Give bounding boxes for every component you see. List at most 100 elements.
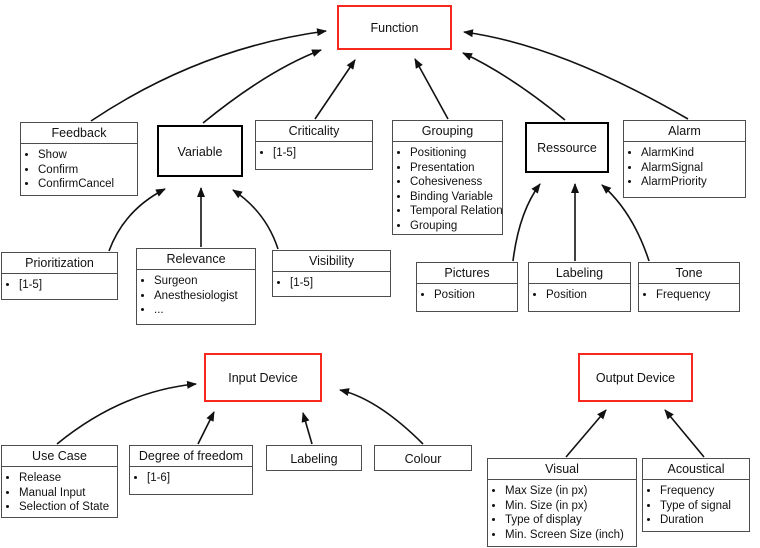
node-attributes-degree-of-freedom: [1-6] <box>130 467 252 488</box>
edge-visual-to-output-device <box>565 409 607 458</box>
node-attribute: ConfirmCancel <box>38 177 135 192</box>
node-degree-of-freedom: Degree of freedom [1-6] <box>129 445 253 495</box>
node-attribute: Position <box>434 288 515 303</box>
node-visibility: Visibility [1-5] <box>272 250 391 297</box>
edge-degree-of-freedom-to-input-device <box>197 411 215 445</box>
node-attribute: AlarmSignal <box>641 161 743 176</box>
node-attribute: AlarmKind <box>641 146 743 161</box>
node-colour: Colour <box>374 445 472 471</box>
node-tone: ToneFrequency <box>638 262 740 312</box>
node-title-ressource: Ressource <box>537 141 597 155</box>
edge-visibility-to-variable <box>232 189 279 250</box>
node-title-criticality: Criticality <box>256 121 372 142</box>
node-attribute: Type of signal <box>660 499 747 514</box>
node-criticality: Criticality [1-5] <box>255 120 373 170</box>
node-title-labeling-function: Labeling <box>529 263 630 284</box>
node-attributes-relevance: SurgeonAnesthesiologist... <box>137 270 255 320</box>
edge-feedback-to-function <box>90 28 327 122</box>
edge-ressource-to-function <box>462 52 566 121</box>
node-attribute: Selection of State <box>19 500 115 515</box>
node-attributes-prioritization: [1-5] <box>2 274 117 295</box>
node-attribute: [1-5] <box>273 146 370 161</box>
node-variable: Variable <box>157 125 243 177</box>
edge-alarm-to-function <box>463 29 689 120</box>
node-title-input-device: Input Device <box>228 371 298 385</box>
node-title-grouping: Grouping <box>393 121 502 142</box>
node-title-prioritization: Prioritization <box>2 253 117 274</box>
node-attributes-use-case: ReleaseManual InputSelection of State <box>2 467 117 517</box>
node-title-labeling-input: Labeling <box>290 451 338 466</box>
node-title-visual: Visual <box>488 459 636 480</box>
node-grouping: GroupingPositioningPresentationCohesiven… <box>392 120 503 235</box>
edge-colour-to-input-device <box>339 388 424 445</box>
node-attribute: ... <box>154 303 253 318</box>
node-title-visibility: Visibility <box>273 251 390 272</box>
node-title-use-case: Use Case <box>2 446 117 467</box>
node-attributes-criticality: [1-5] <box>256 142 372 163</box>
node-attribute: Anesthesiologist <box>154 289 253 304</box>
node-title-pictures: Pictures <box>417 263 517 284</box>
node-alarm: AlarmAlarmKindAlarmSignalAlarmPriority <box>623 120 746 198</box>
node-visual: VisualMax Size (in px)Min. Size (in px)T… <box>487 458 637 547</box>
node-function: Function <box>337 5 452 50</box>
node-title-relevance: Relevance <box>137 249 255 270</box>
node-title-acoustical: Acoustical <box>643 459 749 480</box>
node-attribute: Release <box>19 471 115 486</box>
node-attribute: [1-5] <box>290 276 388 291</box>
node-attribute: Type of display <box>505 513 634 528</box>
node-acoustical: AcousticalFrequencyType of signalDuratio… <box>642 458 750 532</box>
node-attributes-alarm: AlarmKindAlarmSignalAlarmPriority <box>624 142 745 192</box>
node-attribute: Surgeon <box>154 274 253 289</box>
node-attribute: Duration <box>660 513 747 528</box>
node-use-case: Use CaseReleaseManual InputSelection of … <box>1 445 118 518</box>
node-attribute: Frequency <box>660 484 747 499</box>
edge-variable-to-function <box>202 49 322 124</box>
edge-criticality-to-function <box>314 59 356 120</box>
node-title-output-device: Output Device <box>595 371 676 385</box>
node-attribute: Binding Variable <box>410 190 500 205</box>
node-attributes-pictures: Position <box>417 284 517 305</box>
node-labeling-function: LabelingPosition <box>528 262 631 312</box>
node-attributes-feedback: ShowConfirmConfirmCancel <box>21 144 137 194</box>
node-feedback: FeedbackShowConfirmConfirmCancel <box>20 122 138 196</box>
node-ressource: Ressource <box>525 122 609 173</box>
node-prioritization: Prioritization [1-5] <box>1 252 118 300</box>
node-relevance: RelevanceSurgeonAnesthesiologist... <box>136 248 256 325</box>
node-attributes-grouping: PositioningPresentationCohesivenessBindi… <box>393 142 503 235</box>
node-attribute: Presentation <box>410 161 500 176</box>
node-title-alarm: Alarm <box>624 121 745 142</box>
node-output-device: Output Device <box>578 353 693 402</box>
node-attributes-labeling-function: Position <box>529 284 630 305</box>
node-attributes-visibility: [1-5] <box>273 272 390 293</box>
node-attribute: [1-6] <box>147 471 250 486</box>
node-input-device: Input Device <box>204 353 322 402</box>
edge-grouping-to-function <box>414 58 449 120</box>
node-title-function: Function <box>370 21 419 35</box>
edge-acoustical-to-output-device <box>664 409 705 458</box>
node-labeling-input: Labeling <box>266 445 362 471</box>
edge-use-case-to-input-device <box>56 380 197 445</box>
node-pictures: PicturesPosition <box>416 262 518 312</box>
node-attributes-visual: Max Size (in px)Min. Size (in px)Type of… <box>488 480 636 544</box>
node-attribute: Show <box>38 148 135 163</box>
node-attribute: Cohesiveness <box>410 175 500 190</box>
node-title-degree-of-freedom: Degree of freedom <box>130 446 252 467</box>
node-attribute: [1-5] <box>19 278 115 293</box>
node-title-tone: Tone <box>639 263 739 284</box>
node-attributes-acoustical: FrequencyType of signalDuration <box>643 480 749 530</box>
node-attribute: AlarmPriority <box>641 175 743 190</box>
node-title-colour: Colour <box>404 451 442 466</box>
node-attribute: Confirm <box>38 163 135 178</box>
node-attribute: Grouping <box>410 219 500 234</box>
edge-tone-to-ressource <box>601 184 650 262</box>
node-attribute: Position <box>546 288 628 303</box>
edge-pictures-to-ressource <box>512 183 541 262</box>
node-attribute: Min. Size (in px) <box>505 499 634 514</box>
edge-labeling-input-to-input-device <box>301 412 313 445</box>
node-attribute: Min. Screen Size (inch) <box>505 528 634 543</box>
node-title-feedback: Feedback <box>21 123 137 144</box>
node-attribute: Frequency <box>656 288 737 303</box>
node-attribute: Temporal Relation <box>410 204 503 219</box>
